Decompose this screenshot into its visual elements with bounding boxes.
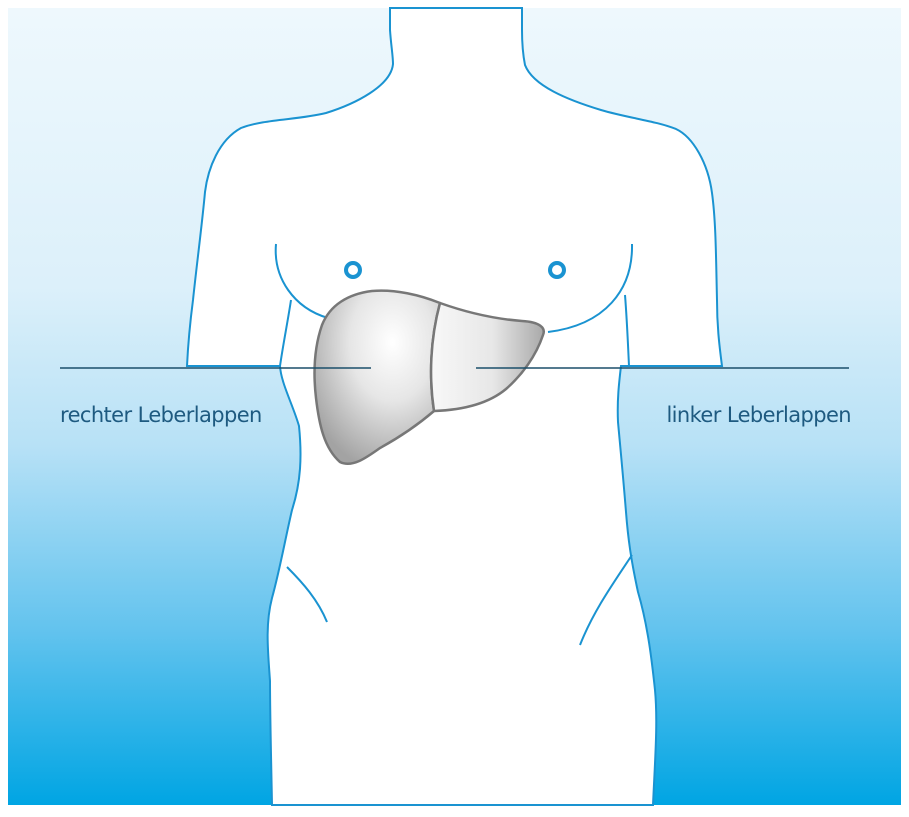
label-left-lobe: linker Leberlappen	[666, 405, 851, 426]
label-right-lobe: rechter Leberlappen	[60, 405, 262, 426]
